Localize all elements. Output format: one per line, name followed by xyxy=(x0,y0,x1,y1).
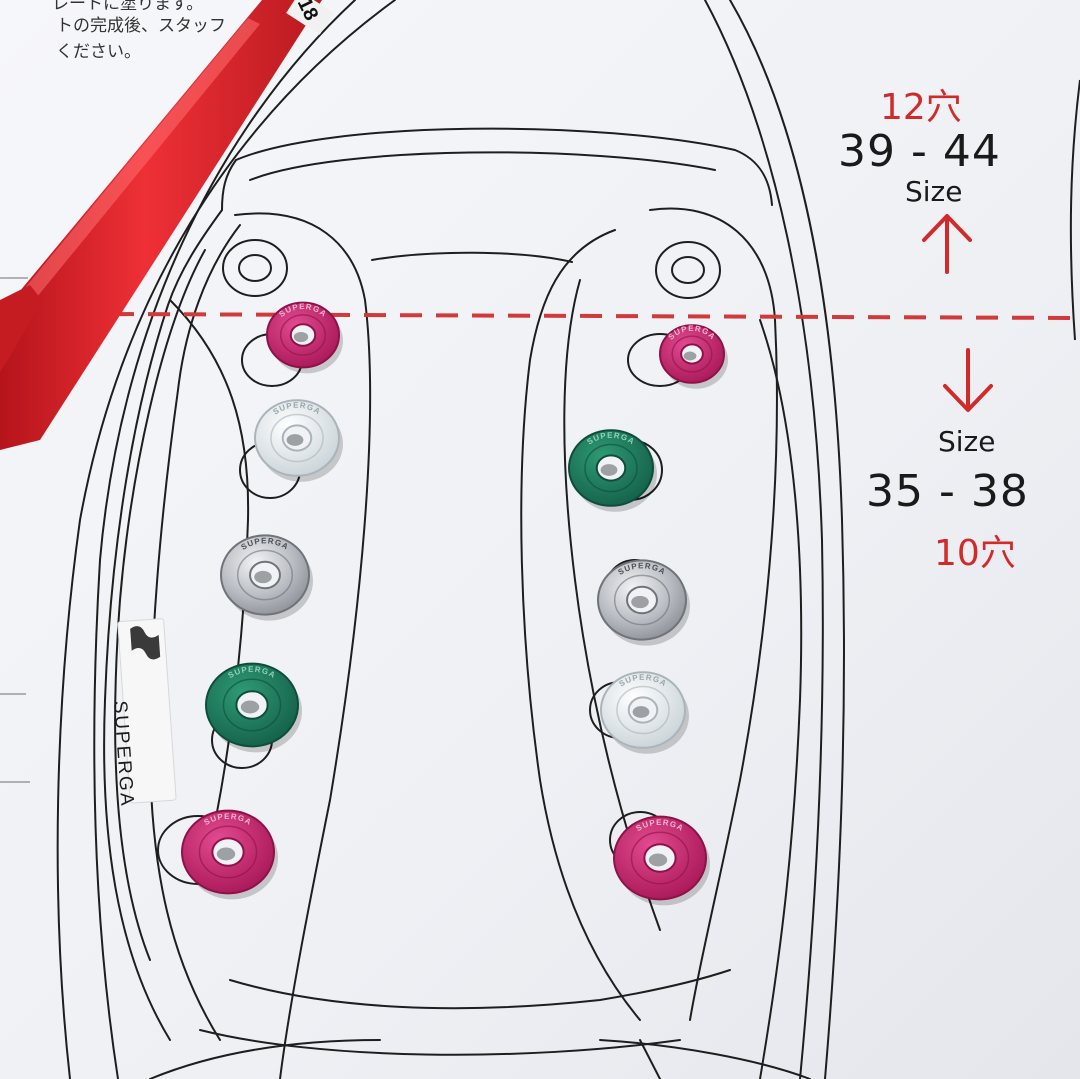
instruction-line-1: レートに塗ります。 xyxy=(52,0,204,14)
size-large-holes: 12穴 xyxy=(880,87,962,128)
size-small-range: 35 - 38 xyxy=(866,466,1029,517)
eyelets-layer: SUPERGASUPERGASUPERGASUPERGASUPERGASUPER… xyxy=(181,301,728,906)
eyelet-right-4: SUPERGA xyxy=(600,671,689,754)
instruction-line-2: トの完成後、スタッフ xyxy=(56,16,226,36)
instruction-line-3: ください。 xyxy=(56,42,141,62)
eyelet-right-2: SUPERGA xyxy=(568,429,657,512)
eyelet-left-4: SUPERGA xyxy=(205,662,302,753)
size-divider-line xyxy=(111,312,1080,320)
size-up-arrow xyxy=(922,214,972,274)
eyelet-right-1: SUPERGA xyxy=(659,324,728,389)
eyelet-left-2: SUPERGA xyxy=(254,399,343,482)
shoe-outline xyxy=(56,0,845,1079)
right-edge-outline xyxy=(1069,79,1080,341)
superga-sticker xyxy=(117,618,177,804)
eyelet-right-3: SUPERGA xyxy=(597,559,690,646)
eyelet-left-1: SUPERGA xyxy=(266,301,343,374)
size-small-word: Size xyxy=(938,425,996,458)
size-large-range: 39 - 44 xyxy=(838,126,1001,177)
eyelet-right-5: SUPERGA xyxy=(613,815,710,906)
size-down-arrow xyxy=(943,348,993,412)
form-lines xyxy=(0,277,30,783)
size-large-word: Size xyxy=(905,175,963,208)
eyelet-left-3: SUPERGA xyxy=(220,534,313,621)
size-small-holes: 10穴 xyxy=(934,533,1016,574)
eyelet-left-5: SUPERGA xyxy=(181,809,278,900)
red-marker-pen xyxy=(0,0,334,450)
